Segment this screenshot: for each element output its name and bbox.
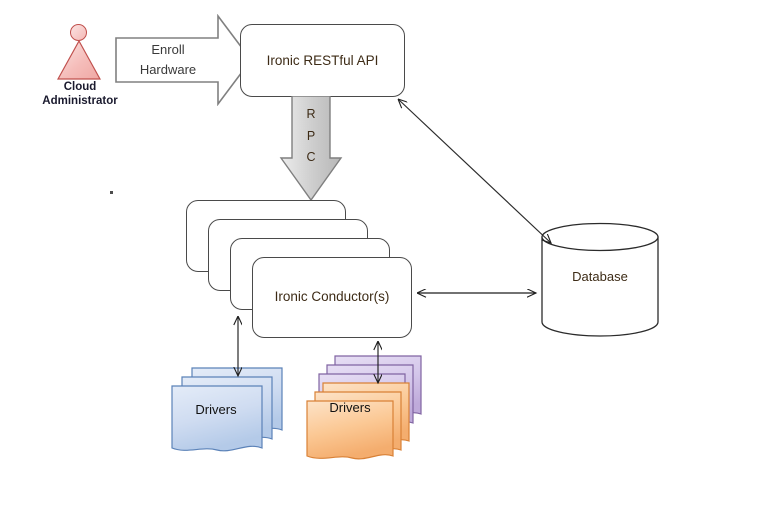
rpc-block-arrow: R P C	[278, 95, 344, 202]
blue-documents-shape	[171, 367, 283, 452]
drivers-blue-stack[interactable]: Drivers	[170, 364, 285, 459]
drivers-orange-stack[interactable]: Drivers	[305, 352, 423, 460]
ironic-conductor-box[interactable]: Ironic Conductor(s)	[252, 257, 412, 338]
rpc-arrow-shape	[279, 95, 343, 202]
cloud-administrator-actor: Cloud Administrator	[40, 24, 120, 107]
rpc-letter-r: R	[306, 107, 316, 121]
enroll-label-line2: Hardware	[139, 62, 197, 78]
actor-body-icon	[57, 40, 101, 80]
drivers-orange-label: Drivers	[329, 400, 371, 415]
database-cylinder[interactable]: Database	[540, 222, 660, 337]
rpc-letter-c: C	[306, 150, 316, 164]
arrow-api-database	[398, 99, 551, 243]
drivers-blue-label: Drivers	[195, 402, 237, 417]
enroll-label-line1: Enroll	[151, 42, 185, 57]
api-box-label: Ironic RESTful API	[266, 53, 379, 68]
actor-label: Cloud Administrator	[34, 80, 126, 109]
actor-label-line2: Administrator	[42, 95, 118, 108]
block-arrow-shape	[115, 13, 252, 107]
stray-dot-artifact	[110, 191, 113, 194]
database-label: Database	[572, 269, 628, 284]
rpc-label: R P C	[278, 104, 344, 169]
rpc-letter-p: P	[306, 128, 316, 143]
ironic-restful-api-box[interactable]: Ironic RESTful API	[240, 24, 405, 97]
enroll-hardware-label: Enroll Hardware	[122, 40, 214, 80]
orange-documents-shape	[306, 355, 422, 460]
conductor-box-label: Ironic Conductor(s)	[274, 289, 390, 304]
enroll-hardware-block-arrow: Enroll Hardware	[114, 13, 254, 107]
actor-head-icon	[70, 24, 87, 41]
actor-label-line1: Cloud	[63, 81, 97, 93]
